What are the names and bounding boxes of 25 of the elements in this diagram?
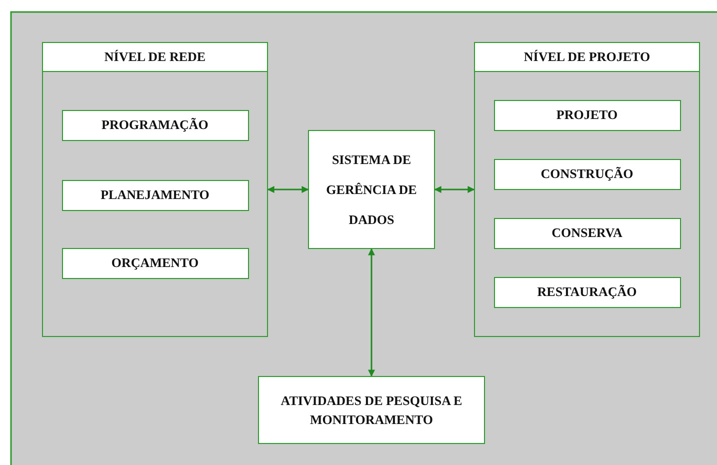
process-box — [258, 376, 485, 444]
panel-title: NÍVEL DE REDE — [104, 49, 206, 65]
process-box — [494, 100, 680, 130]
system-box — [308, 130, 435, 249]
process-box — [62, 110, 248, 140]
process-box — [62, 180, 248, 210]
group-panel — [474, 42, 700, 337]
process-box — [494, 158, 680, 190]
box-label: ATIVIDADES DE PESQUISA E MONITORAMENTO — [280, 392, 464, 429]
arrow — [267, 186, 309, 193]
box-label: PLANEJAMENTO — [100, 187, 210, 203]
box-label: CONSERVA — [552, 225, 622, 241]
arrow — [368, 248, 375, 377]
arrow — [434, 186, 475, 193]
box-label: PROGRAMAÇÃO — [102, 117, 208, 133]
box-label: RESTAURAÇÃO — [537, 284, 637, 300]
box-label: SISTEMA DE GERÊNCIA DE DADOS — [325, 150, 418, 228]
box-label: PROJETO — [556, 107, 618, 123]
box-label: CONSTRUÇÃO — [540, 166, 634, 182]
group-panel — [42, 42, 268, 337]
process-box — [62, 248, 248, 278]
box-label: ORÇAMENTO — [111, 255, 199, 271]
process-box — [494, 218, 680, 248]
process-box — [494, 276, 680, 308]
panel-title: NÍVEL DE PROJETO — [524, 49, 650, 65]
